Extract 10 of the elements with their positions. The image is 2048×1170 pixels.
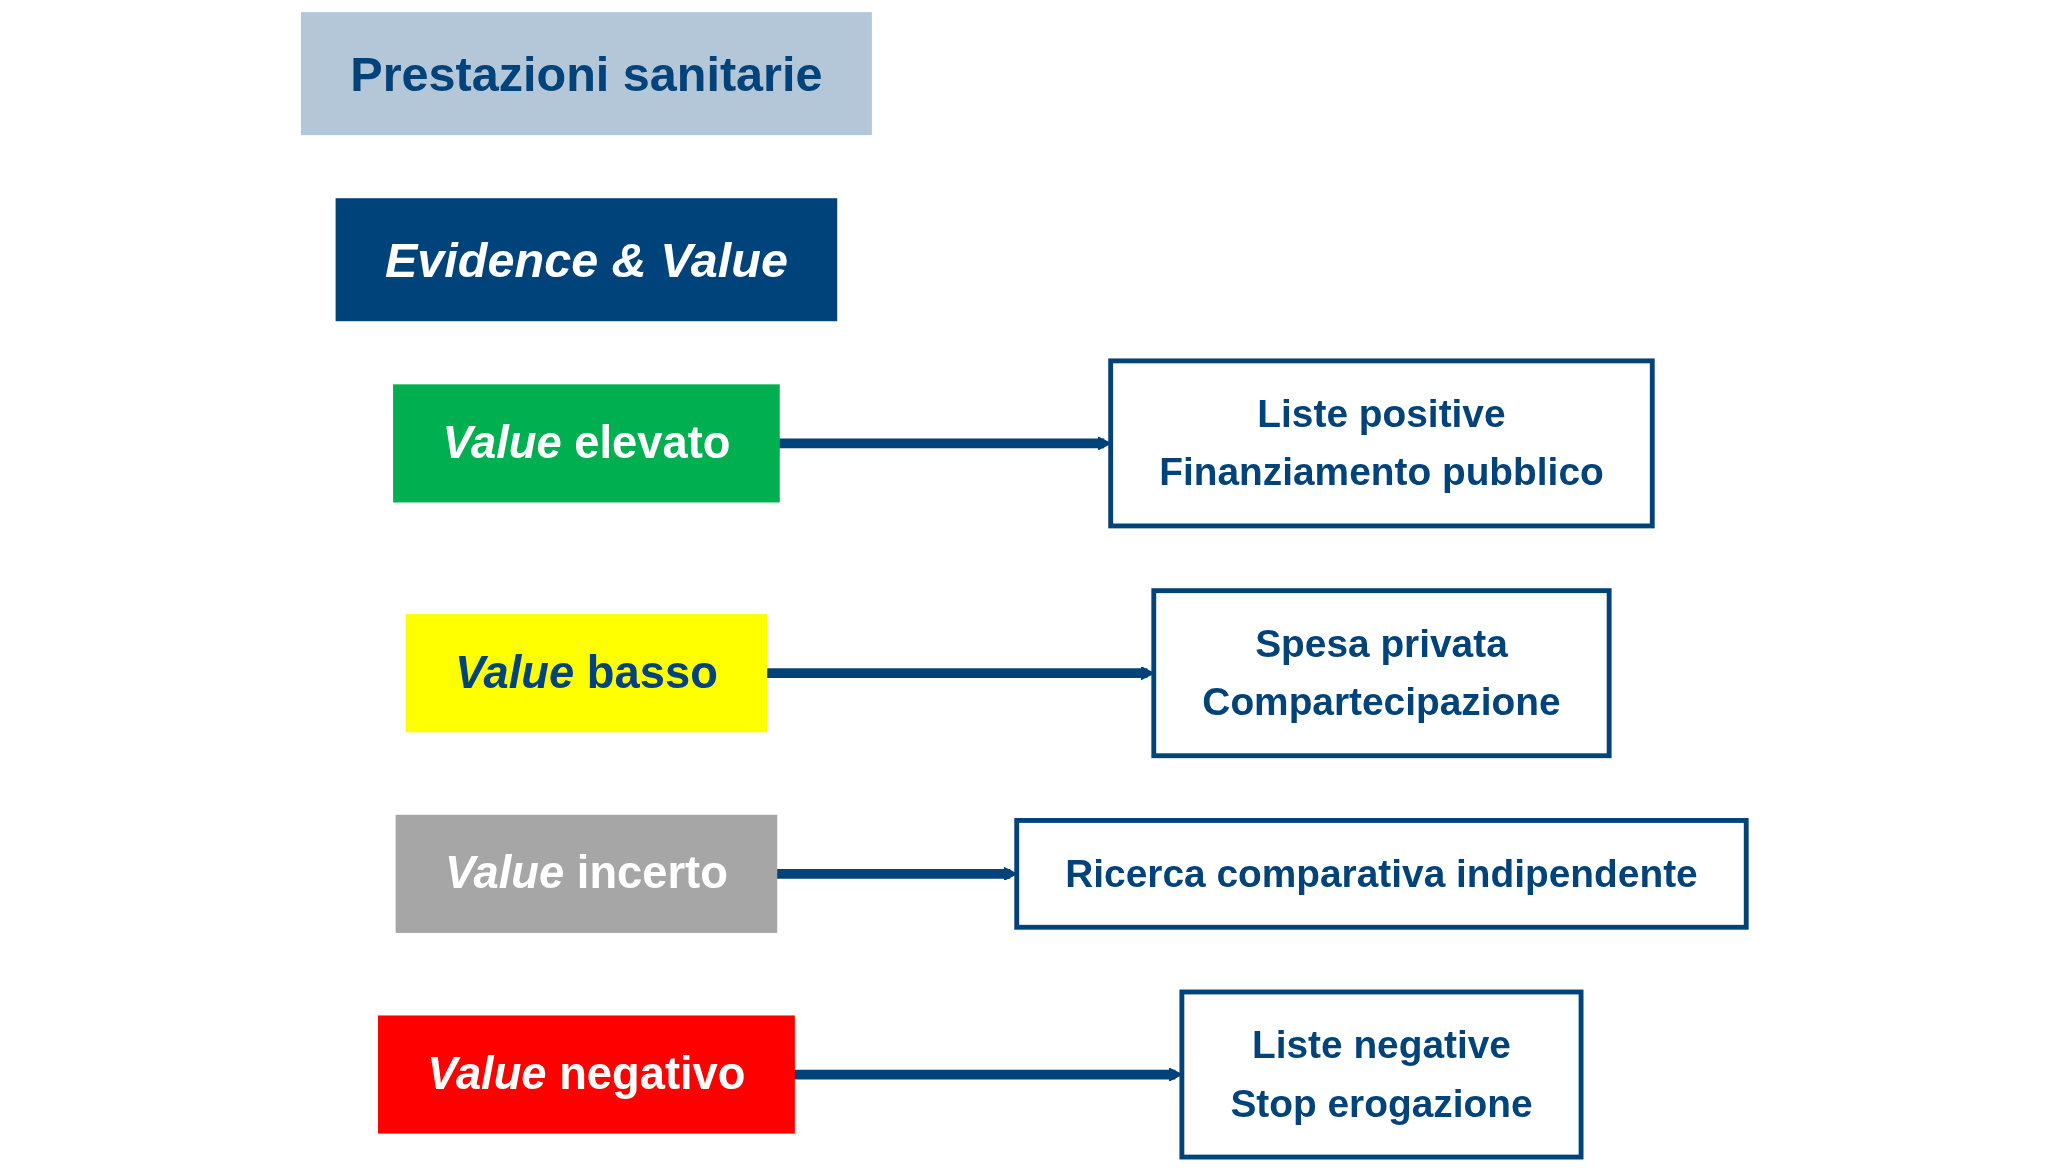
node-box: Value negativo [378,1015,795,1134]
node-box: Liste negative Stop erogazione [1179,989,1584,1160]
node-box: Liste positive Finanziamento pubblico [1108,358,1655,529]
node-box: Prestazioni sanitarie [300,12,872,136]
node-box: Value basso [405,614,768,733]
node-box: Value incerto [395,814,778,933]
node-box: Ricerca comparativa indipendente [1014,818,1749,930]
node-box: Value elevato [393,384,780,503]
node-box: Spesa privata Compartecipazione [1151,588,1612,759]
node-box: Evidence & Value [335,198,838,322]
